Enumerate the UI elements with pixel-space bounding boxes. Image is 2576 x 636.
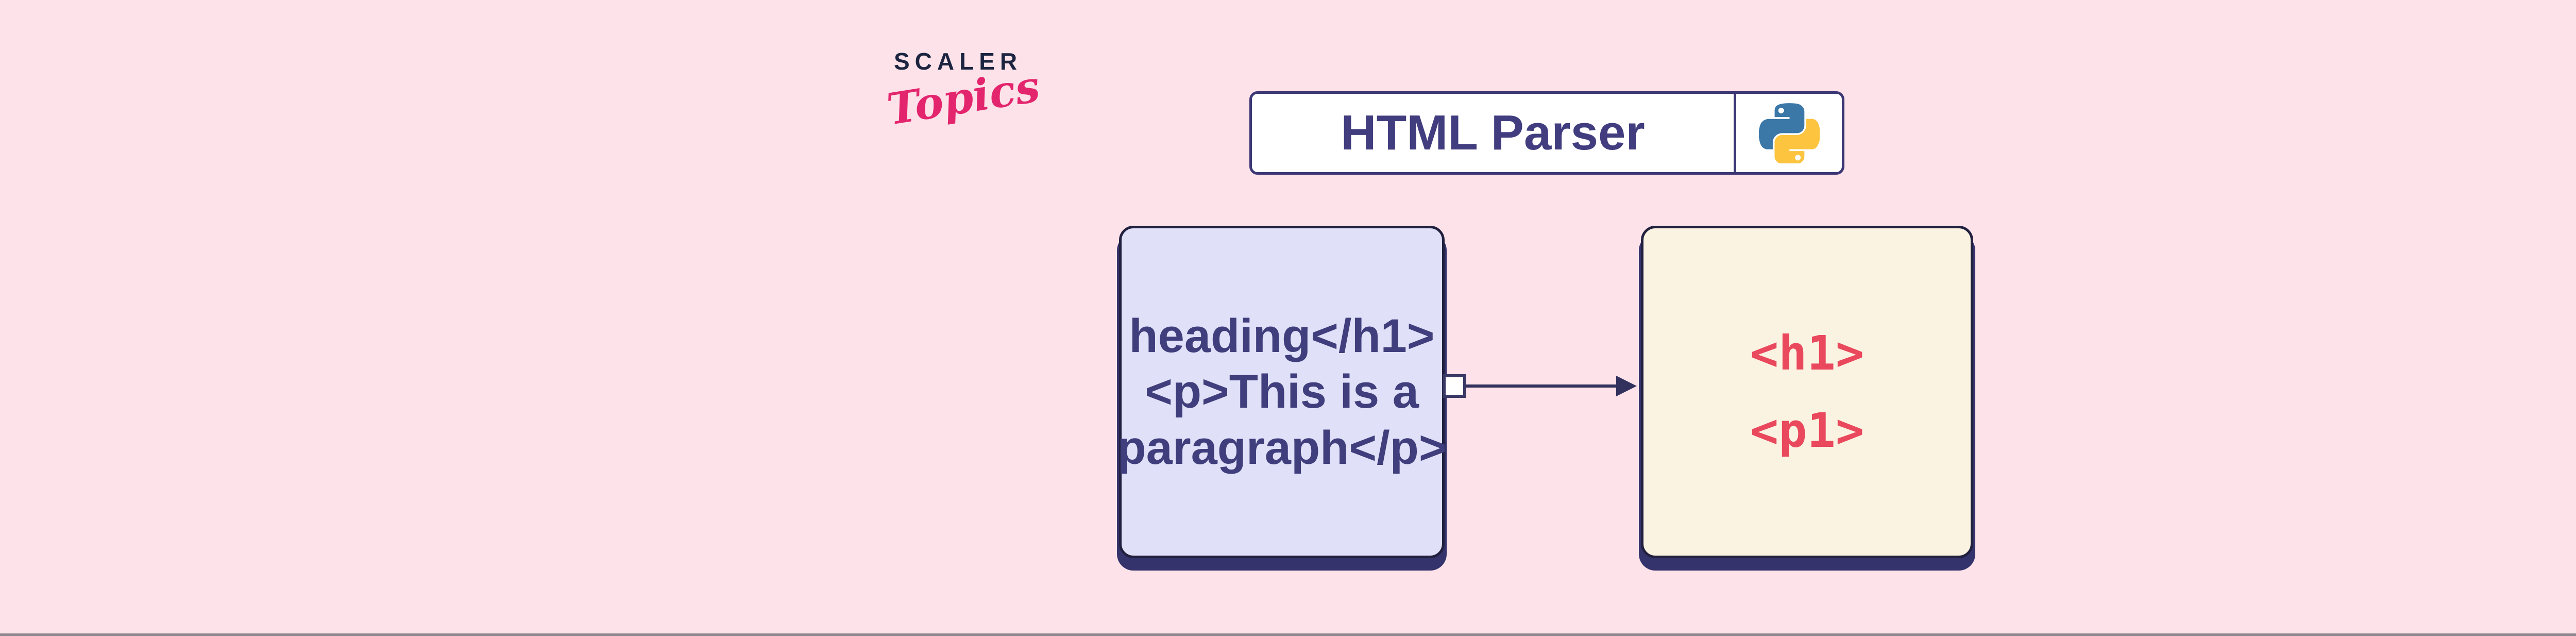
scaler-topics-logo: SCALER Topics: [884, 47, 1048, 135]
connector-square: [1443, 374, 1466, 398]
logo-brand-text: SCALER: [894, 48, 1023, 75]
source-code-line: paragraph</p>: [1117, 421, 1447, 474]
html-source-box: heading</h1> <p>This is a paragraph</p>: [1117, 226, 1447, 558]
parsed-tags-box: <h1> <p1>: [1641, 226, 1973, 558]
python-icon: [1758, 103, 1820, 163]
arrow-right-icon: [1616, 376, 1637, 396]
bottom-edge-strip: [0, 633, 2576, 636]
title-text-section: HTML Parser: [1252, 94, 1734, 172]
arrow-line: [1466, 384, 1616, 388]
python-logo-section: [1734, 94, 1842, 172]
source-code-line: heading</h1>: [1129, 309, 1435, 362]
parsed-tag-line: <h1>: [1750, 325, 1865, 381]
parsed-tag-line: <p1>: [1750, 403, 1865, 458]
page-title: HTML Parser: [1341, 105, 1645, 160]
title-bar: HTML Parser: [1249, 91, 1844, 175]
source-code-line: <p>This is a: [1145, 365, 1419, 419]
